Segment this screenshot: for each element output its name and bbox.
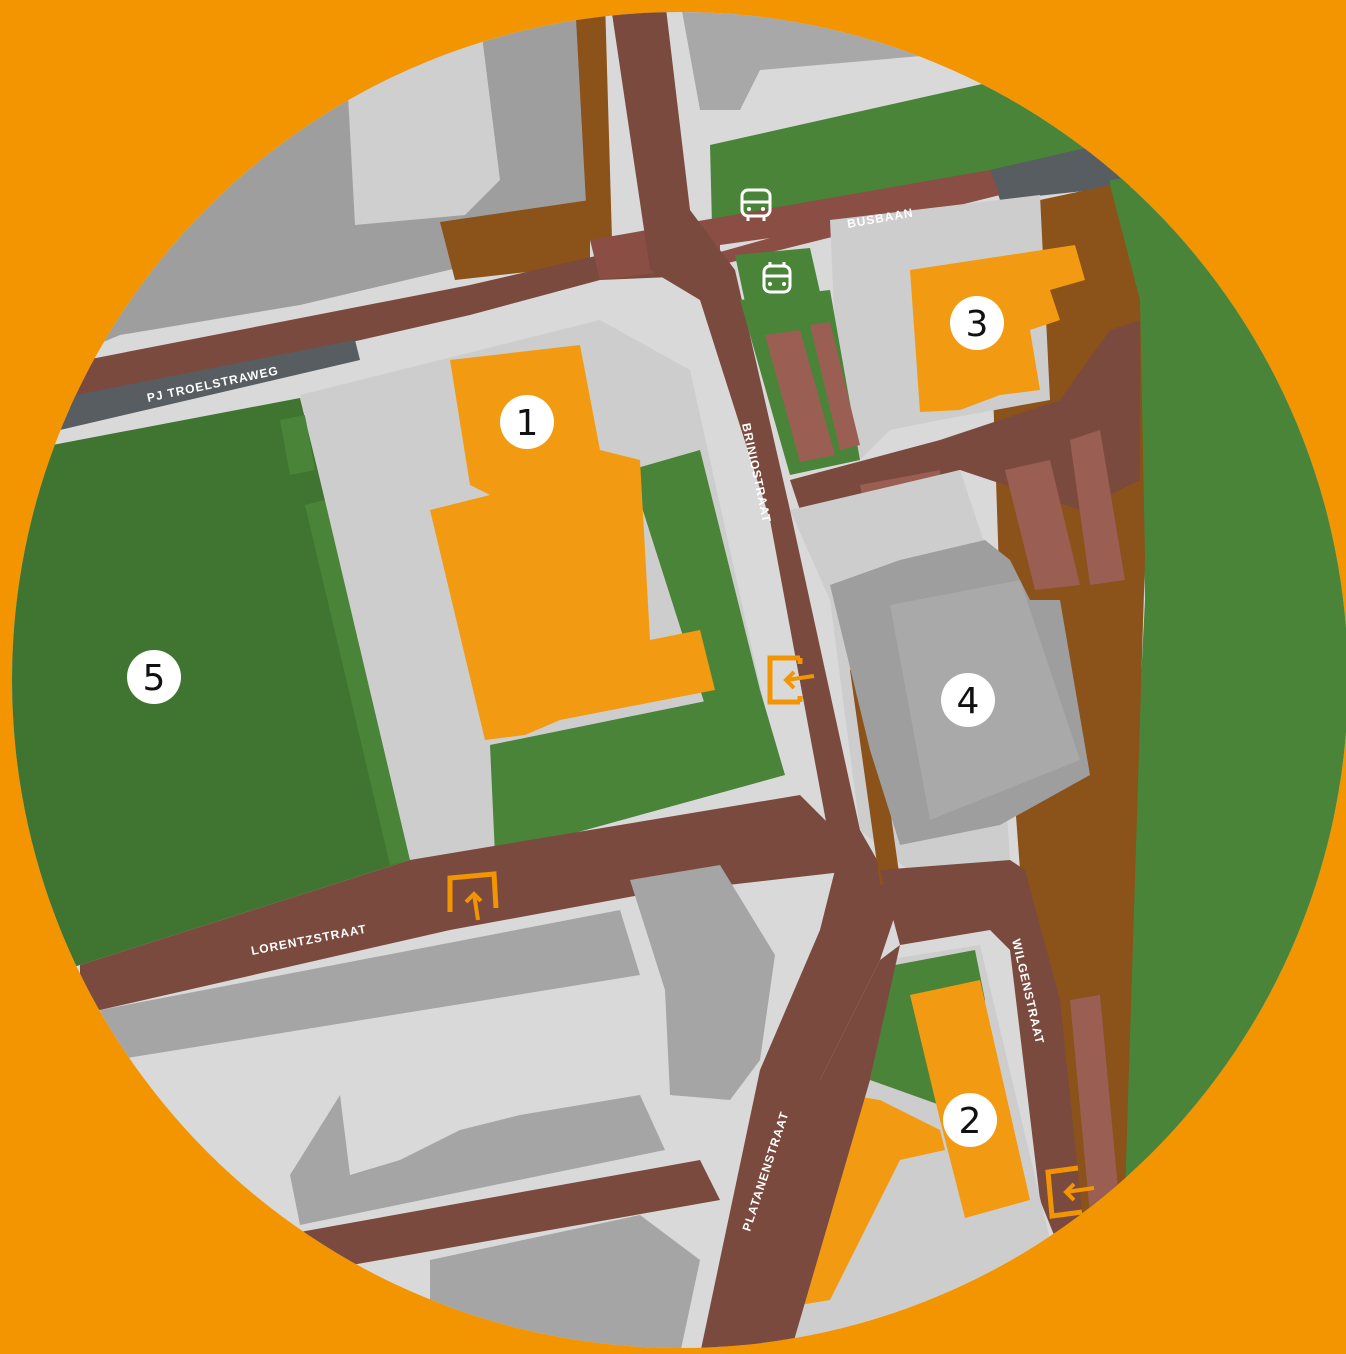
brown-plot-building-4 bbox=[850, 665, 900, 885]
brown-strip-top bbox=[440, 200, 590, 280]
road-platanenstraat bbox=[720, 945, 900, 1348]
svg-text:2: 2 bbox=[959, 1101, 982, 1142]
parking-east bbox=[1005, 460, 1080, 590]
parking-east-2 bbox=[1070, 430, 1125, 585]
marker-2[interactable]: 2 bbox=[943, 1093, 997, 1147]
marker-1[interactable]: 1 bbox=[500, 395, 554, 449]
entrance-arrow-icon bbox=[1045, 1165, 1095, 1219]
brown-strip-vertical-top bbox=[575, 12, 612, 240]
parking-bays-1 bbox=[765, 330, 835, 462]
bus-front-icon bbox=[762, 262, 792, 294]
houses-south bbox=[290, 1095, 665, 1225]
road-briniostraat bbox=[610, 12, 900, 1348]
svg-text:3: 3 bbox=[966, 304, 989, 345]
entrance-arrow-icon bbox=[447, 871, 499, 921]
houses-southwest bbox=[430, 1215, 700, 1348]
road-lorentzstraat bbox=[80, 795, 860, 1010]
road-troelstraweg-asphalt bbox=[50, 340, 360, 430]
parking-wilgenstraat bbox=[1070, 995, 1120, 1215]
parking-bays-2 bbox=[810, 322, 860, 450]
svg-text:4: 4 bbox=[957, 681, 980, 722]
bus-icon bbox=[740, 188, 772, 221]
road-east-north bbox=[790, 320, 1140, 510]
svg-text:1: 1 bbox=[516, 403, 539, 444]
building-1 bbox=[430, 345, 715, 740]
houses-lorentzstraat bbox=[100, 910, 640, 1060]
road-wilgenstraat bbox=[880, 860, 1085, 1250]
houses-east-row bbox=[630, 865, 775, 1100]
marker-4[interactable]: 4 bbox=[941, 673, 995, 727]
svg-text:5: 5 bbox=[143, 658, 166, 699]
busbaan-median bbox=[720, 238, 770, 252]
green-courtyard-south bbox=[490, 690, 785, 855]
marker-3[interactable]: 3 bbox=[950, 296, 1004, 350]
field-5 bbox=[12, 398, 410, 990]
field-5-strip-2 bbox=[305, 500, 410, 865]
marker-5[interactable]: 5 bbox=[127, 650, 181, 704]
green-courtyard-east bbox=[630, 450, 760, 705]
field-5-strip bbox=[280, 415, 315, 475]
entrance-arrow-icon bbox=[767, 655, 815, 705]
